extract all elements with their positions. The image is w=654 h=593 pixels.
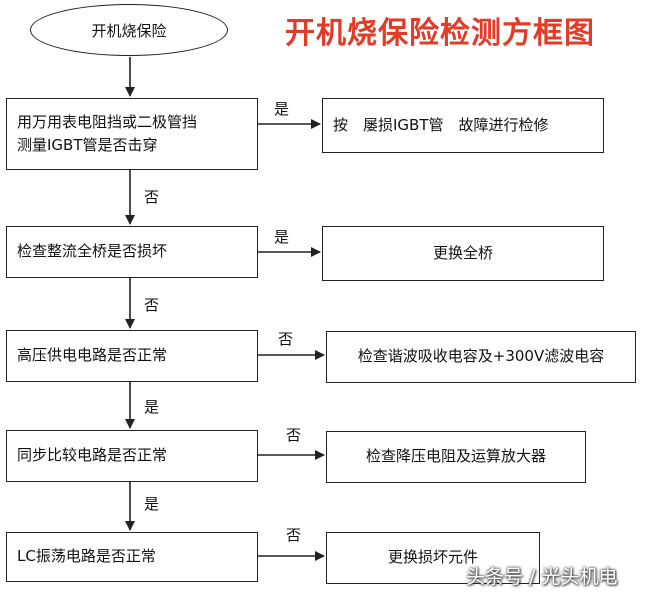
action-box-check-resistor-opamp: 检查降压电阻及运算放大器 (326, 431, 586, 483)
no-label: 否 (286, 426, 302, 444)
yes-label: 是 (144, 495, 160, 513)
no-label: 否 (286, 526, 302, 544)
check-text-line: 测量IGBT管是否击穿 (17, 136, 158, 154)
diagram-title: 开机烧保险检测方框图 (285, 16, 595, 51)
start-terminal: 开机烧保险 (30, 4, 228, 56)
check-text-line: 用万用表电阻挡或二极管挡 (17, 112, 198, 131)
check-box-hv-supply: 高压供电电路是否正常 (6, 330, 258, 382)
yes-label: 是 (274, 100, 290, 118)
no-label: 否 (278, 330, 294, 348)
watermark: 头条号 / 光头机电 (466, 566, 618, 588)
yes-label: 是 (274, 228, 290, 246)
yes-label: 是 (144, 398, 160, 416)
check-box-lc-oscillator: LC振荡电路是否正常 (6, 532, 258, 582)
check-box-igbt: 用万用表电阻挡或二极管挡 测量IGBT管是否击穿 (6, 98, 258, 170)
no-label: 否 (144, 188, 160, 206)
action-box-replace-bridge: 更换全桥 (322, 226, 604, 281)
action-box-check-capacitors: 检查谐波吸收电容及+300V滤波电容 (326, 331, 636, 383)
check-box-bridge: 检查整流全桥是否损坏 (6, 226, 258, 278)
check-box-sync-comparator: 同步比较电路是否正常 (6, 430, 258, 482)
no-label: 否 (144, 296, 160, 314)
action-box-igbt-repair: 按 屡损IGBT管 故障进行检修 (322, 98, 604, 153)
action-box-replace-component: 更换损坏元件 (326, 532, 540, 584)
